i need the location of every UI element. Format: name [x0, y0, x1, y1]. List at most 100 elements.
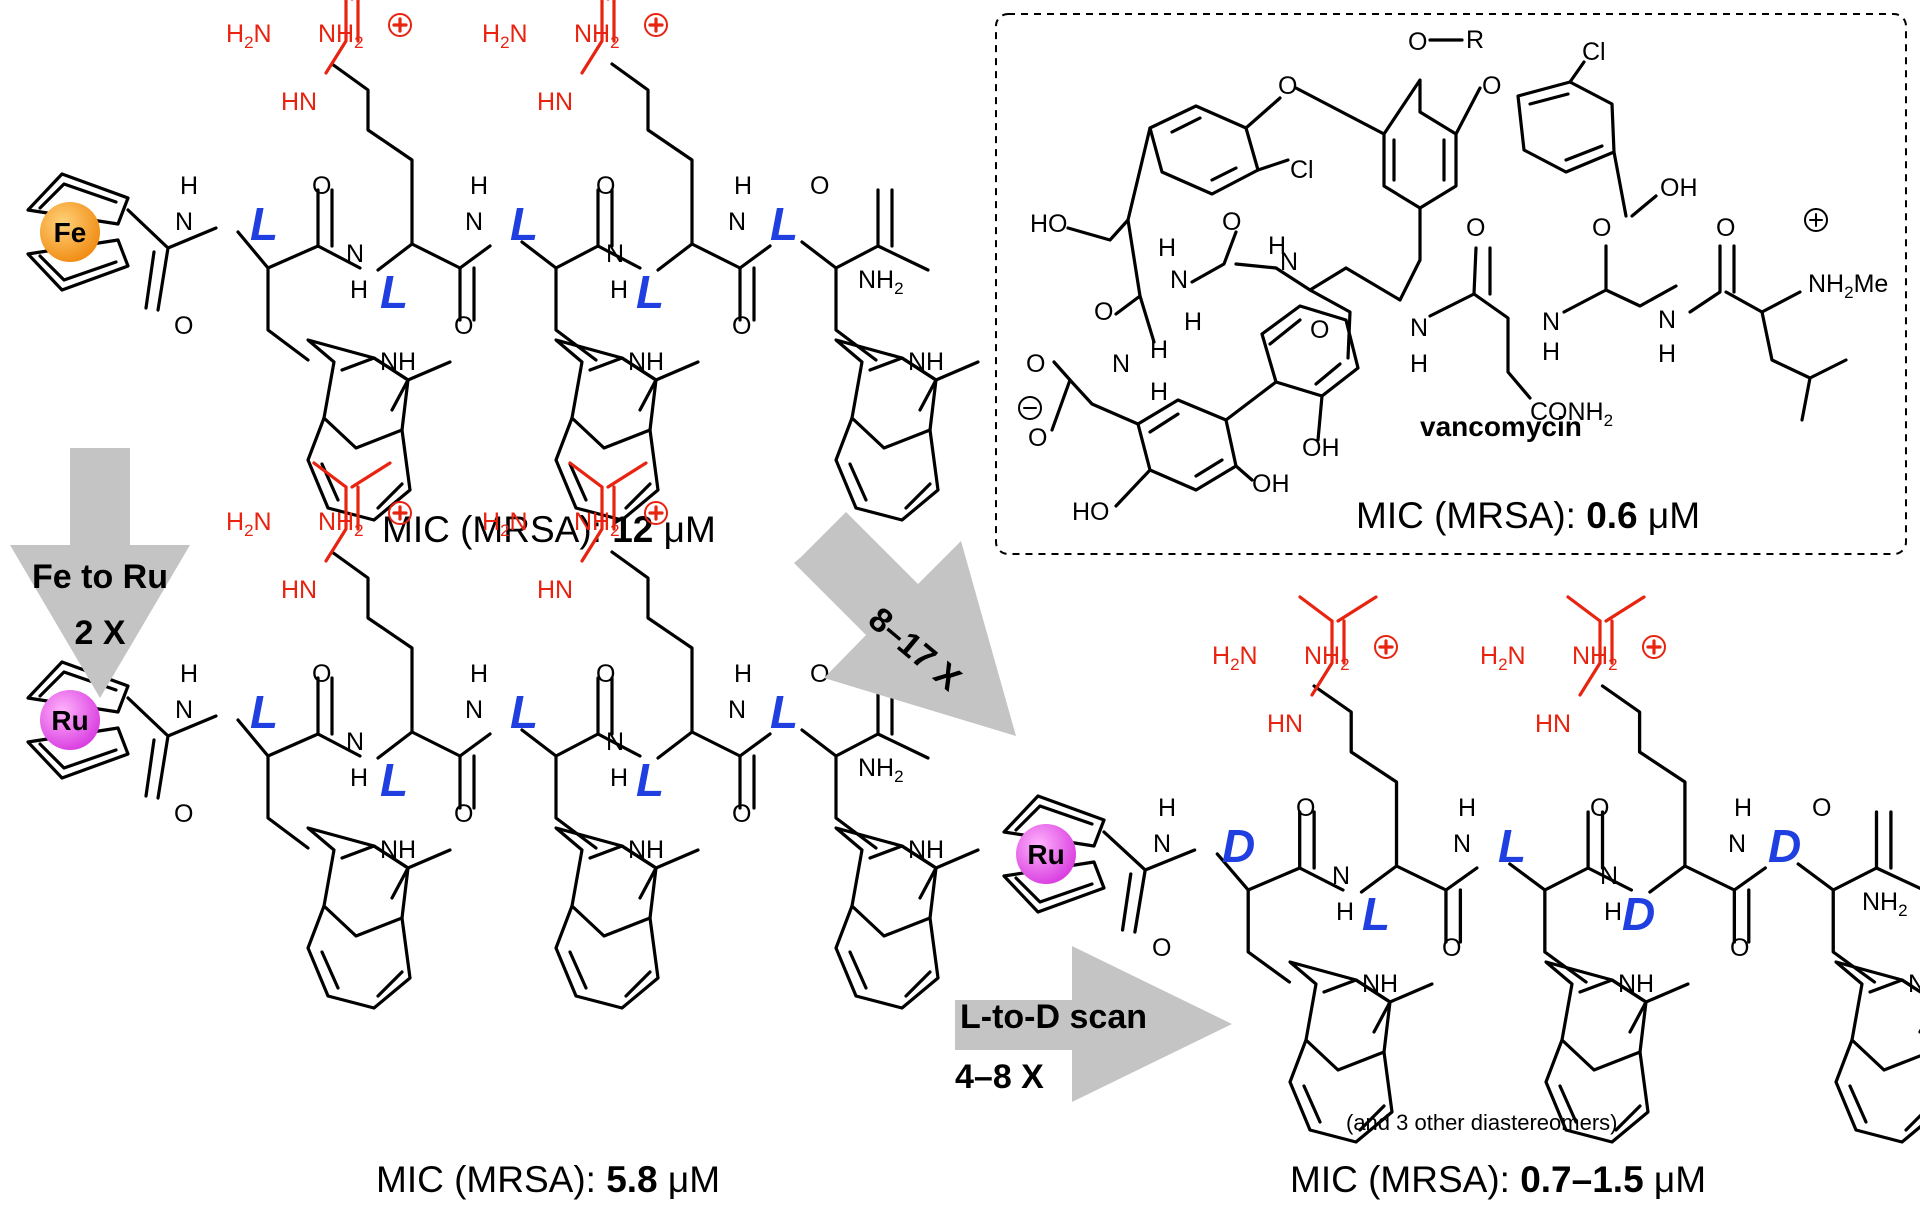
stereo-label: L [250, 198, 278, 250]
diastereomer-note: (and 3 other diastereomers) [1346, 1110, 1617, 1135]
svg-text:NH: NH [1362, 970, 1398, 998]
svg-text:N: N [606, 240, 624, 268]
svg-text:N: N [346, 728, 364, 756]
mic-text: MIC (MRSA): 0.7–1.5 μM [1290, 1159, 1706, 1200]
svg-text:O: O [1026, 350, 1045, 378]
svg-text:O: O [1592, 214, 1611, 242]
metal-label: Ru [1027, 839, 1064, 870]
svg-text:H: H [180, 660, 198, 688]
svg-text:H: H [610, 764, 628, 792]
stereo-label: L [380, 266, 408, 318]
svg-text:H: H [1184, 308, 1202, 336]
svg-text:N: N [1600, 862, 1618, 890]
svg-text:H: H [734, 660, 752, 688]
svg-text:N: N [1542, 308, 1560, 336]
svg-text:N: N [1410, 314, 1428, 342]
stereo-label: L [636, 754, 664, 806]
svg-text:N: N [1332, 862, 1350, 890]
svg-text:O: O [1222, 208, 1241, 236]
svg-text:O: O [1730, 934, 1749, 962]
mic-text: MIC (MRSA): 12 μM [382, 509, 716, 550]
vancomycin-name: vancomycin [1420, 411, 1582, 442]
svg-text:O: O [1408, 28, 1427, 56]
svg-text:O: O [1466, 214, 1485, 242]
svg-text:O: O [732, 312, 751, 340]
svg-text:H: H [1658, 340, 1676, 368]
svg-text:N: N [346, 240, 364, 268]
stereo-label: L [770, 198, 798, 250]
metal-label: Ru [51, 705, 88, 736]
stereo-label: L [510, 686, 538, 738]
svg-text:O: O [732, 800, 751, 828]
svg-text:N: N [728, 208, 746, 236]
vancomycin-panel: O R O O Cl Cl OH HO H N O H N O H N [995, 13, 1907, 555]
svg-text:O: O [1278, 72, 1297, 100]
mic-text: MIC (MRSA): 0.6 μM [1356, 495, 1700, 536]
svg-text:HN: HN [537, 576, 573, 604]
svg-text:NH2: NH2 [858, 266, 904, 298]
arrow-label: Fe to Ru [32, 558, 168, 596]
svg-text:H: H [1336, 898, 1354, 926]
svg-text:O: O [1716, 214, 1735, 242]
svg-text:O: O [174, 312, 193, 340]
metal-label: Fe [54, 217, 87, 248]
svg-text:O: O [1028, 424, 1047, 452]
stereo-label: L [250, 686, 278, 738]
stereo-label: L [1498, 820, 1526, 872]
svg-text:NH: NH [380, 348, 416, 376]
svg-text:O: O [1482, 72, 1501, 100]
svg-text:O: O [810, 660, 829, 688]
arrow-shape [10, 448, 190, 698]
svg-text:O: O [1590, 794, 1609, 822]
svg-text:H: H [1734, 794, 1752, 822]
svg-text:O: O [1094, 298, 1113, 326]
svg-text:HN: HN [1535, 710, 1571, 738]
svg-text:N: N [1728, 830, 1746, 858]
stereo-label: L [510, 198, 538, 250]
svg-text:H2N: H2N [482, 20, 528, 52]
svg-text:O: O [1296, 794, 1315, 822]
svg-text:NH2: NH2 [574, 508, 620, 540]
stereo-label: D [1222, 820, 1255, 872]
svg-text:H: H [350, 764, 368, 792]
svg-text:H: H [1150, 336, 1168, 364]
svg-text:N: N [465, 208, 483, 236]
svg-text:H: H [1458, 794, 1476, 822]
svg-text:N: N [1170, 266, 1188, 294]
svg-text:NH: NH [908, 348, 944, 376]
svg-text:O: O [312, 660, 331, 688]
svg-text:H: H [1542, 338, 1560, 366]
svg-text:H: H [610, 276, 628, 304]
stereo-label: L [770, 686, 798, 738]
svg-text:H: H [1158, 794, 1176, 822]
svg-text:H2N: H2N [1480, 642, 1526, 674]
svg-text:H: H [470, 660, 488, 688]
svg-text:HO: HO [1030, 210, 1068, 238]
ferrocene-peptide: Fe H N O O N H O H N O N H O H N O NH2 N… [26, 0, 980, 550]
svg-text:H: H [180, 172, 198, 200]
svg-text:R: R [1466, 26, 1484, 54]
mic-text: MIC (MRSA): 5.8 μM [376, 1159, 720, 1200]
svg-text:HN: HN [281, 88, 317, 116]
svg-text:H: H [1150, 378, 1168, 406]
svg-text:Cl: Cl [1290, 156, 1314, 184]
svg-text:O: O [596, 172, 615, 200]
svg-text:N: N [175, 696, 193, 724]
svg-text:N: N [1153, 830, 1171, 858]
svg-text:O: O [1812, 794, 1831, 822]
svg-text:NH: NH [380, 836, 416, 864]
ruthenium-atom [40, 690, 100, 750]
svg-text:N: N [175, 208, 193, 236]
svg-text:H: H [470, 172, 488, 200]
svg-text:O: O [1152, 934, 1171, 962]
svg-text:H2N: H2N [226, 20, 272, 52]
svg-text:O: O [810, 172, 829, 200]
svg-text:NH: NH [628, 836, 664, 864]
svg-text:O: O [1442, 934, 1461, 962]
svg-text:H: H [1158, 234, 1176, 262]
svg-text:O: O [454, 800, 473, 828]
svg-text:NH2: NH2 [858, 754, 904, 786]
iron-atom [40, 202, 100, 262]
arrow-shape [794, 512, 1016, 736]
